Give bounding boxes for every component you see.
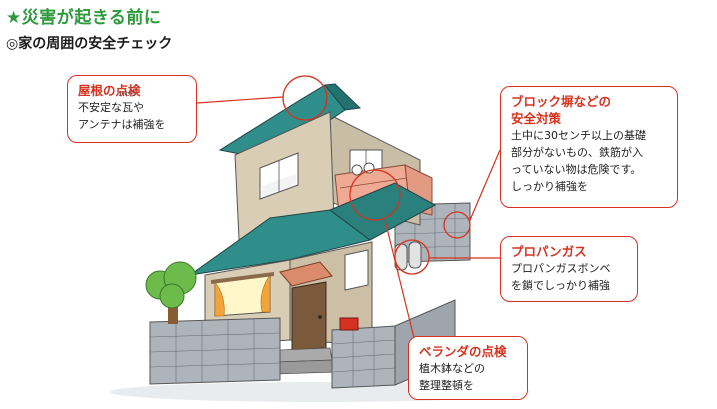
callout-block-wall-line2: 部分がないもの、鉄筋が入 — [511, 146, 643, 159]
callout-block-wall: ブロック塀などの 安全対策 土中に30センチ以上の基礎 部分がないもの、鉄筋が入… — [500, 86, 678, 208]
page-heading: ★災害が起きる前に — [6, 8, 162, 28]
roof-line1-prefix: 不安定な — [78, 101, 122, 114]
callout-block-wall-title1: ブロック塀などの — [511, 94, 612, 109]
roof-kanji-with-ruby: かわら瓦 — [118, 92, 136, 116]
callout-roof-check: 屋根の点検 不安定なかわら瓦や アンテナは補強を — [67, 75, 197, 143]
callout-block-wall-line3: っていない物は危険です。 — [511, 163, 642, 176]
callout-block-wall-line1: 土中に30センチ以上の基礎 — [511, 129, 646, 142]
page-subheading: ◎家の周囲の安全チェック — [6, 36, 173, 52]
callout-veranda-line1: 植木鉢などの — [419, 362, 485, 375]
roof-line1-suffix: や — [133, 101, 144, 114]
callout-roof-line2: アンテナは補強を — [78, 118, 166, 131]
callout-roof-line1: 不安定なかわら瓦や — [78, 92, 186, 116]
callout-propane-gas: プロパンガス プロパンガスボンベ を鎖でしっかり補強 — [500, 236, 638, 302]
callout-veranda-title: ベランダの点検 — [419, 344, 507, 359]
callout-veranda-line2: 整理整頓を — [419, 379, 474, 392]
roof-ruby: かわら — [118, 91, 137, 98]
callout-propane-line1: プロパンガスボンベ — [511, 262, 611, 275]
callout-roof-title: 屋根の点検 — [78, 83, 141, 98]
callout-block-wall-line4: しっかり補強を — [511, 180, 588, 193]
callout-propane-line2: を鎖でしっかり補強 — [511, 279, 610, 292]
callout-block-wall-title2: 安全対策 — [511, 111, 562, 126]
roof-kanji: 瓦 — [122, 101, 133, 114]
callout-veranda-check: ベランダの点検 植木鉢などの 整理整頓を — [408, 336, 528, 400]
callout-propane-title: プロパンガス — [511, 244, 587, 259]
